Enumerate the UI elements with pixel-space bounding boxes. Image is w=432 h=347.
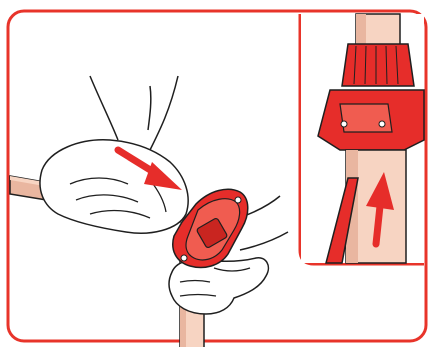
inset-knob <box>342 44 414 86</box>
left-arm <box>90 76 178 150</box>
inset-panel <box>300 14 424 264</box>
right-hand <box>169 258 268 314</box>
main-panel <box>10 76 288 347</box>
inset-clamp <box>318 90 424 150</box>
